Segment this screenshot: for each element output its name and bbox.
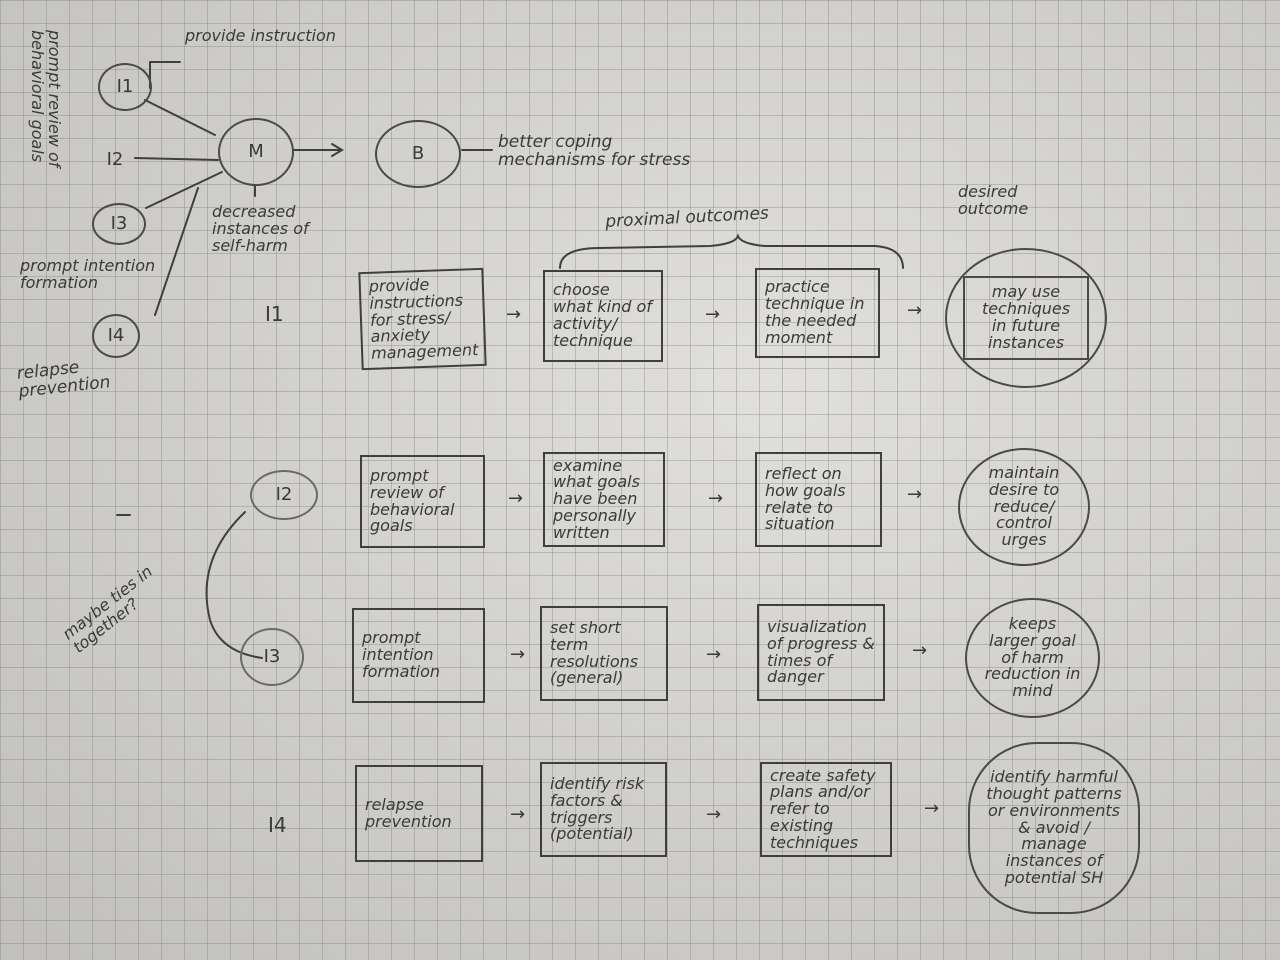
row-label-i4: I4 <box>268 813 287 837</box>
row-i1-intervention: provide instructions for stress/ anxiety… <box>358 267 487 371</box>
row-i4-step2: create safety plans and/or refer to exis… <box>760 762 892 857</box>
row-i1-arrow-1: → <box>506 304 522 325</box>
row-i3-step1-text: set short term resolutions (general) <box>550 617 639 688</box>
row-i3-step1: set short term resolutions (general) <box>540 606 668 701</box>
row-i3-step2: visualization of progress & times of dan… <box>757 604 885 701</box>
row-i1-step1: choose what kind of activity/ technique <box>543 270 663 362</box>
row-i1-outcome-inner-box: may use techniques in future instances <box>963 276 1089 360</box>
node-i3: I3 <box>92 203 146 245</box>
m-note: decreased instances of self-harm <box>212 202 309 255</box>
row-i1-outcome-text: may use techniques in future instances <box>981 282 1071 352</box>
row-label-i3-circle: I3 <box>240 628 304 686</box>
row-i4-step1: identify risk factors & triggers (potent… <box>540 762 667 857</box>
row-i1-step1-text: choose what kind of activity/ technique <box>553 280 652 350</box>
row-i2-arrow-3: → <box>907 484 923 505</box>
node-i2-label: I2 <box>106 148 124 170</box>
row-i4-outcome-text: identify harmful thought patterns or env… <box>986 767 1122 887</box>
row-i1-outcome: may use techniques in future instances <box>945 248 1107 388</box>
row-i2-outcome: maintain desire to reduce/ control urges <box>958 448 1090 566</box>
row-i4-arrow-3: → <box>924 798 940 819</box>
row-i2-intervention: prompt review of behavioral goals <box>360 455 485 548</box>
node-m-label: M <box>248 140 264 162</box>
row-label-i3: I3 <box>263 645 281 667</box>
b-note: better coping mechanisms for stress <box>498 132 691 170</box>
row-label-i2-circle: I2 <box>250 470 318 520</box>
row-i2-step1-text: examine what goals have been personally … <box>553 455 640 542</box>
row-i4-step1-text: identify risk factors & triggers (potent… <box>550 773 645 844</box>
desired-outcome-header: desired outcome <box>958 182 1029 218</box>
row-i1-step2-text: practice technique in the needed moment <box>765 277 865 347</box>
node-i3-label: I3 <box>110 212 128 234</box>
row-i4-arrow-2: → <box>706 804 722 825</box>
row-i3-intervention-text: prompt intention formation <box>362 628 441 681</box>
row-i3-arrow-1: → <box>510 644 526 665</box>
row-i3-arrow-2: → <box>706 644 722 665</box>
i1-side-label: provide instruction <box>185 26 336 45</box>
node-m: M <box>218 118 294 186</box>
row-i2-arrow-2: → <box>708 488 724 509</box>
i3-side-label: prompt intention formation <box>20 256 156 292</box>
node-i1: I1 <box>98 63 152 111</box>
row-i2-arrow-1: → <box>508 488 524 509</box>
row-i2-step2-text: reflect on how goals relate to situation <box>765 463 846 534</box>
row-i2-outcome-text: maintain desire to reduce/ control urges <box>988 463 1060 550</box>
row-i3-outcome-text: keeps larger goal of harm reduction in m… <box>984 614 1081 701</box>
node-i4: I4 <box>92 314 140 358</box>
i2-side-label: prompt review of behavioral goals <box>28 30 64 168</box>
row-i2-intervention-text: prompt review of behavioral goals <box>370 465 455 536</box>
row-i4-outcome: identify harmful thought patterns or env… <box>968 742 1140 914</box>
row-i1-intervention-text: provide instructions for stress/ anxiety… <box>368 274 479 364</box>
node-b-label: B <box>411 142 425 164</box>
row-i3-step2-text: visualization of progress & times of dan… <box>767 616 875 687</box>
row-i2-step2: reflect on how goals relate to situation <box>755 452 882 547</box>
node-b: B <box>375 120 461 188</box>
node-i2: I2 <box>92 140 138 180</box>
row-i1-arrow-2: → <box>705 304 721 325</box>
row-i4-intervention-text: relapse prevention <box>365 794 452 831</box>
row-i1-step2: practice technique in the needed moment <box>755 268 880 358</box>
node-i4-label: I4 <box>107 324 125 346</box>
row-i4-step2-text: create safety plans and/or refer to exis… <box>770 765 876 852</box>
row-label-i1: I1 <box>265 302 284 326</box>
row-i1-arrow-3: → <box>907 300 923 321</box>
row-label-i2: I2 <box>275 483 293 505</box>
row-i3-intervention: prompt intention formation <box>352 608 485 703</box>
row-i2-step1: examine what goals have been personally … <box>543 452 665 547</box>
row-i3-arrow-3: → <box>912 640 928 661</box>
node-i1-label: I1 <box>116 75 134 97</box>
row-i3-outcome: keeps larger goal of harm reduction in m… <box>965 598 1100 718</box>
row-i4-intervention: relapse prevention <box>355 765 483 862</box>
row-i4-arrow-1: → <box>510 804 526 825</box>
